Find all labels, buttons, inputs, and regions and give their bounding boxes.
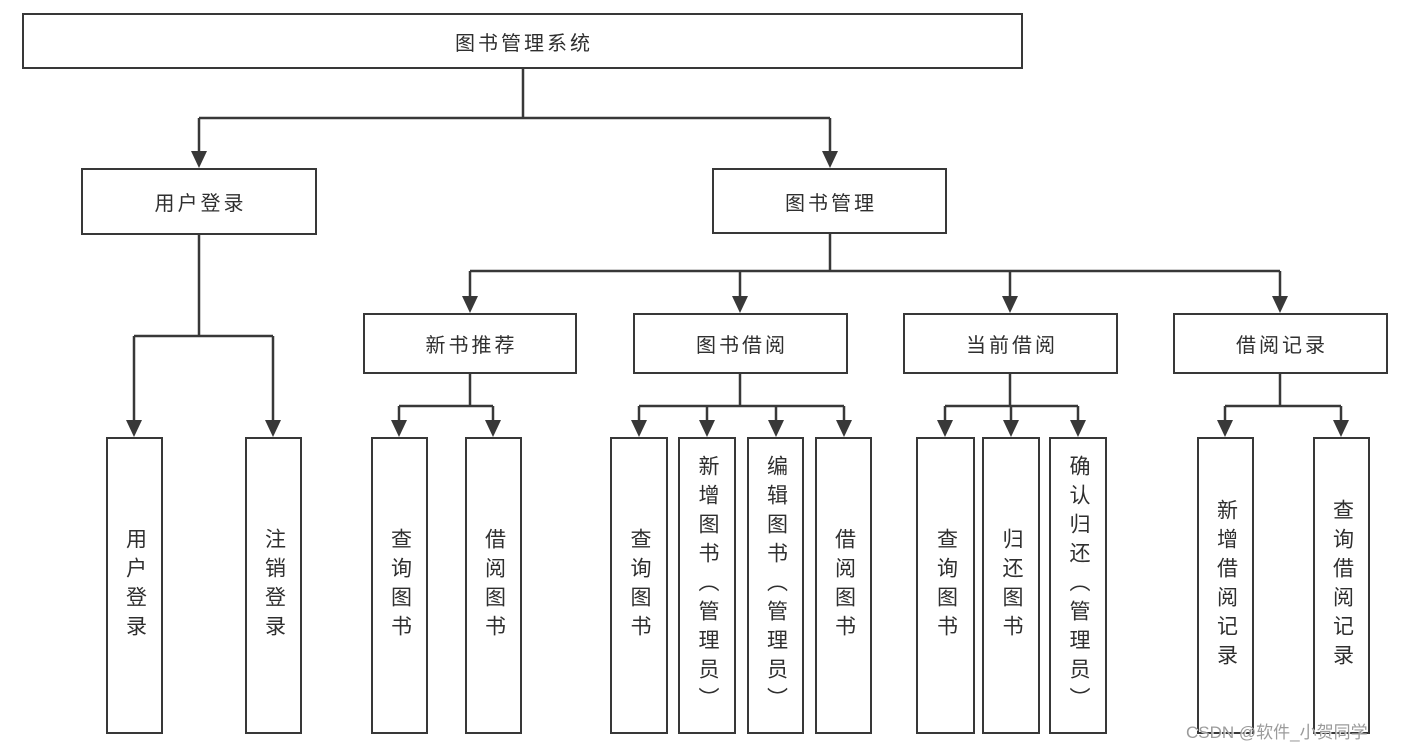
arrow-down-icon bbox=[937, 420, 953, 437]
node-user-login-label: 用户登录 bbox=[154, 193, 247, 215]
arrow-down-icon bbox=[462, 296, 478, 313]
arrow-down-icon bbox=[485, 420, 501, 437]
node-new-book-recommend: 新书推荐 bbox=[363, 313, 577, 374]
node-edit-books-admin: 编辑图书（管理员） bbox=[747, 437, 804, 734]
node-borrow-record: 借阅记录 bbox=[1173, 313, 1388, 374]
node-library-system-label: 图书管理系统 bbox=[455, 32, 593, 55]
node-logout-label: 注销登录 bbox=[262, 527, 286, 644]
node-book-borrow: 图书借阅 bbox=[633, 313, 848, 374]
node-return-books: 归还图书 bbox=[982, 437, 1040, 734]
connector-book-management bbox=[462, 234, 1288, 313]
node-query-books-current: 查询图书 bbox=[916, 437, 975, 734]
node-query-books-borrow: 查询图书 bbox=[610, 437, 668, 734]
node-current-borrow: 当前借阅 bbox=[903, 313, 1118, 374]
arrow-down-icon bbox=[732, 296, 748, 313]
connector-new-book-recommend bbox=[391, 374, 501, 437]
arrow-down-icon bbox=[822, 151, 838, 168]
arrow-down-icon bbox=[1003, 420, 1019, 437]
node-current-borrow-label: 当前借阅 bbox=[966, 335, 1058, 357]
node-user-login: 用户登录 bbox=[81, 168, 317, 235]
arrow-down-icon bbox=[1272, 296, 1288, 313]
csdn-watermark: CSDN @软件_小贺同学 bbox=[1186, 723, 1368, 742]
arrow-down-icon bbox=[631, 420, 647, 437]
node-library-system: 图书管理系统 bbox=[22, 13, 1023, 69]
node-new-book-recommend-label: 新书推荐 bbox=[425, 335, 518, 357]
node-borrow-books: 借阅图书 bbox=[815, 437, 872, 734]
node-edit-books-admin-label: 编辑图书（管理员） bbox=[764, 455, 788, 716]
arrow-down-icon bbox=[699, 420, 715, 437]
arrow-down-icon bbox=[391, 420, 407, 437]
node-book-management-label: 图书管理 bbox=[785, 192, 877, 215]
node-login-label: 用户登录 bbox=[123, 527, 147, 644]
arrow-down-icon bbox=[1217, 420, 1233, 437]
arrow-down-icon bbox=[265, 420, 281, 437]
node-login: 用户登录 bbox=[106, 437, 163, 734]
node-confirm-return-admin: 确认归还（管理员） bbox=[1049, 437, 1107, 734]
node-query-books-recommend: 查询图书 bbox=[371, 437, 428, 734]
node-query-books-recommend-label: 查询图书 bbox=[388, 527, 412, 644]
arrow-down-icon bbox=[768, 420, 784, 437]
node-return-books-label: 归还图书 bbox=[1000, 527, 1023, 644]
node-book-borrow-label: 图书借阅 bbox=[696, 335, 788, 357]
node-query-borrow-record-label: 查询借阅记录 bbox=[1330, 498, 1354, 673]
node-logout: 注销登录 bbox=[245, 437, 302, 734]
arrow-down-icon bbox=[191, 151, 207, 168]
node-query-books-borrow-label: 查询图书 bbox=[628, 527, 651, 644]
node-borrow-books-label: 借阅图书 bbox=[832, 527, 856, 644]
arrow-down-icon bbox=[1002, 296, 1018, 313]
connector-book-borrow bbox=[631, 374, 852, 437]
connector-borrow-record bbox=[1217, 374, 1349, 437]
node-add-borrow-record: 新增借阅记录 bbox=[1197, 437, 1254, 734]
node-book-management: 图书管理 bbox=[712, 168, 947, 234]
node-confirm-return-admin-label: 确认归还（管理员） bbox=[1067, 455, 1090, 716]
arrow-down-icon bbox=[836, 420, 852, 437]
node-add-borrow-record-label: 新增借阅记录 bbox=[1214, 498, 1238, 673]
connector-user-login bbox=[126, 235, 281, 437]
arrow-down-icon bbox=[126, 420, 142, 437]
node-add-books-admin: 新增图书（管理员） bbox=[678, 437, 736, 734]
connector-current-borrow bbox=[937, 374, 1086, 437]
node-query-borrow-record: 查询借阅记录 bbox=[1313, 437, 1370, 734]
connector-root bbox=[191, 69, 838, 168]
node-query-books-current-label: 查询图书 bbox=[934, 527, 958, 644]
arrow-down-icon bbox=[1333, 420, 1349, 437]
node-borrow-record-label: 借阅记录 bbox=[1236, 335, 1328, 357]
node-borrow-books-recommend-label: 借阅图书 bbox=[482, 527, 506, 644]
node-add-books-admin-label: 新增图书（管理员） bbox=[696, 455, 719, 716]
arrow-down-icon bbox=[1070, 420, 1086, 437]
node-borrow-books-recommend: 借阅图书 bbox=[465, 437, 522, 734]
